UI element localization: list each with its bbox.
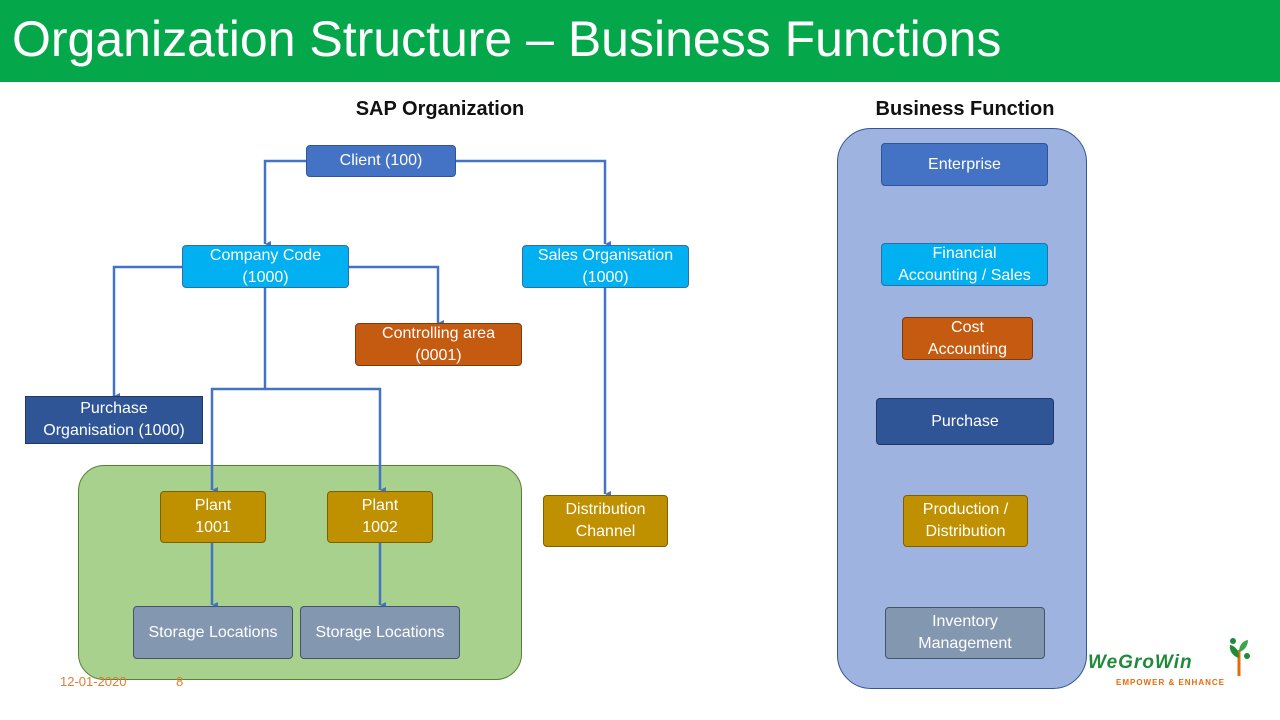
connector-trunk-to-plant-2	[265, 387, 380, 490]
bf-inventory-management: Inventory Management	[885, 607, 1045, 659]
logo-tagline: EMPOWER & ENHANCE	[1116, 678, 1226, 687]
footer-date: 12-01-2020	[60, 674, 127, 689]
connector-client-to-company	[263, 159, 306, 244]
distribution-channel-node: Distribution Channel	[543, 495, 668, 547]
logo-wordmark: WeGroWin	[1088, 652, 1193, 673]
bf-enterprise: Enterprise	[881, 143, 1048, 186]
bf-purchase: Purchase	[876, 398, 1054, 445]
client-node: Client (100)	[306, 145, 456, 177]
connector-client-to-sales	[456, 159, 605, 244]
company-code-node: Company Code (1000)	[182, 245, 349, 288]
bf-production-distribution: Production / Distribution	[903, 495, 1028, 547]
header-bar: Organization Structure – Business Functi…	[0, 0, 1280, 82]
bf-cost-accounting: Cost Accounting	[902, 317, 1033, 360]
storage-locations-node-1: Storage Locations	[133, 606, 293, 659]
sales-organisation-node: Sales Organisation (1000)	[522, 245, 689, 288]
controlling-area-node: Controlling area (0001)	[355, 323, 522, 366]
business-function-heading: Business Function	[875, 98, 1055, 120]
page-title: Organization Structure – Business Functi…	[12, 11, 1002, 67]
connector-company-to-controlling	[348, 265, 438, 323]
footer-page-number: 8	[176, 674, 184, 689]
connector-company-to-purchase	[112, 265, 182, 396]
sprout-icon	[1229, 638, 1250, 676]
purchase-organisation-node: Purchase Organisation (1000)	[25, 396, 203, 444]
sap-organization-heading: SAP Organization	[355, 98, 525, 120]
plant-1001-node: Plant 1001	[160, 491, 266, 543]
wegrowin-logo: WeGroWin EMPOWER & ENHANCE	[1086, 636, 1256, 692]
bf-financial-accounting-sales: Financial Accounting / Sales	[881, 243, 1048, 286]
connector-trunk-to-plant-1	[210, 387, 265, 490]
plant-1002-node: Plant 1002	[327, 491, 433, 543]
storage-locations-node-2: Storage Locations	[300, 606, 460, 659]
